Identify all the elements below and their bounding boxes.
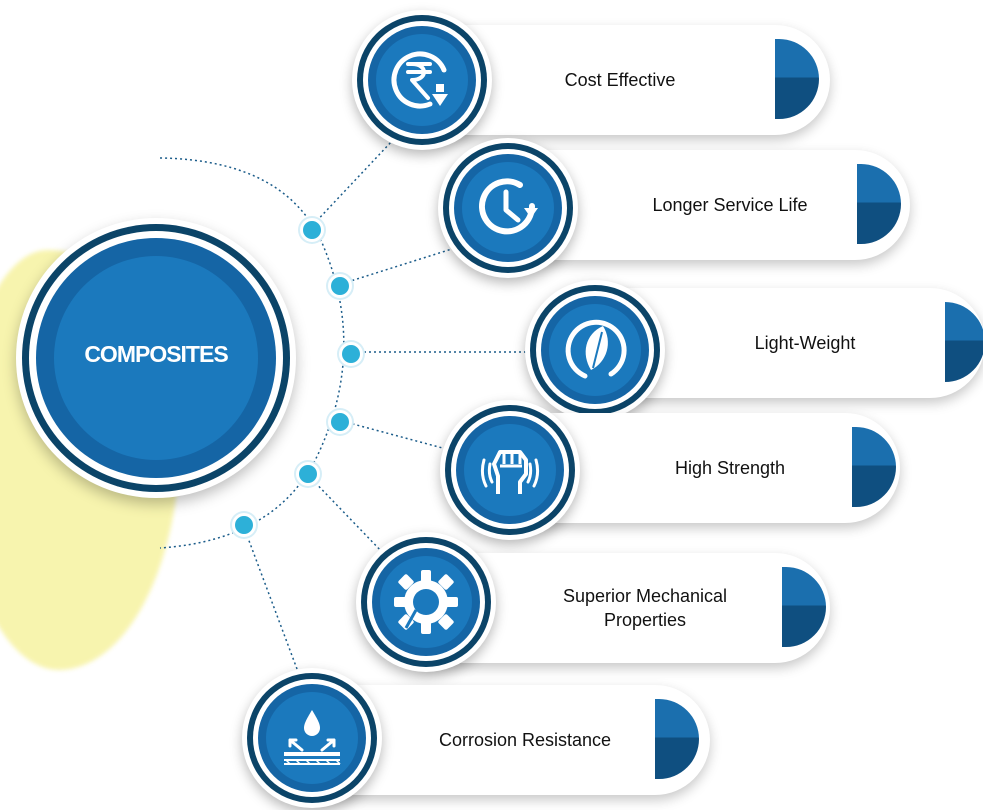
connector-dot: [328, 274, 352, 298]
benefit-tab: [857, 164, 901, 244]
clock-refresh-icon: [479, 178, 538, 235]
benefit-label: Longer Service Life: [652, 194, 808, 215]
benefit-cost-effective: Cost Effective: [420, 25, 830, 135]
benefit-badge: [525, 280, 665, 420]
feather-icon: [565, 319, 627, 379]
benefit-label-line2: Properties: [603, 610, 687, 630]
connector-dot: [300, 218, 324, 242]
benefit-label: Cost Effective: [564, 69, 676, 90]
connector-dot: [339, 342, 363, 366]
fist-icon: [480, 450, 540, 494]
benefit-badge: [242, 668, 382, 808]
benefit-tab: [775, 39, 819, 119]
gear-icon: [394, 570, 458, 634]
benefit-label: Corrosion Resistance: [438, 729, 612, 750]
rupee-down-icon: [391, 51, 448, 109]
benefit-badge: [438, 138, 578, 278]
benefit-label: High Strength: [674, 457, 786, 478]
benefit-tab: [945, 302, 983, 382]
benefit-tab: [852, 427, 896, 507]
connector-dot: [232, 513, 256, 537]
benefit-tab: [655, 699, 699, 779]
center-hub: COMPOSITES: [16, 218, 296, 498]
benefit-label: Light-Weight: [754, 332, 856, 353]
water-drop-surface-icon: [284, 710, 341, 765]
benefit-tab: [782, 567, 826, 647]
benefit-badge: [352, 10, 492, 150]
connector-dot: [296, 462, 320, 486]
center-label: COMPOSITES: [84, 341, 228, 367]
connector-dot: [328, 410, 352, 434]
benefit-badge: [440, 400, 580, 540]
benefit-badge: [356, 532, 496, 672]
benefit-label: Superior Mechanical Properties: [520, 553, 770, 663]
benefit-label-line1: Superior Mechanical: [562, 585, 728, 606]
